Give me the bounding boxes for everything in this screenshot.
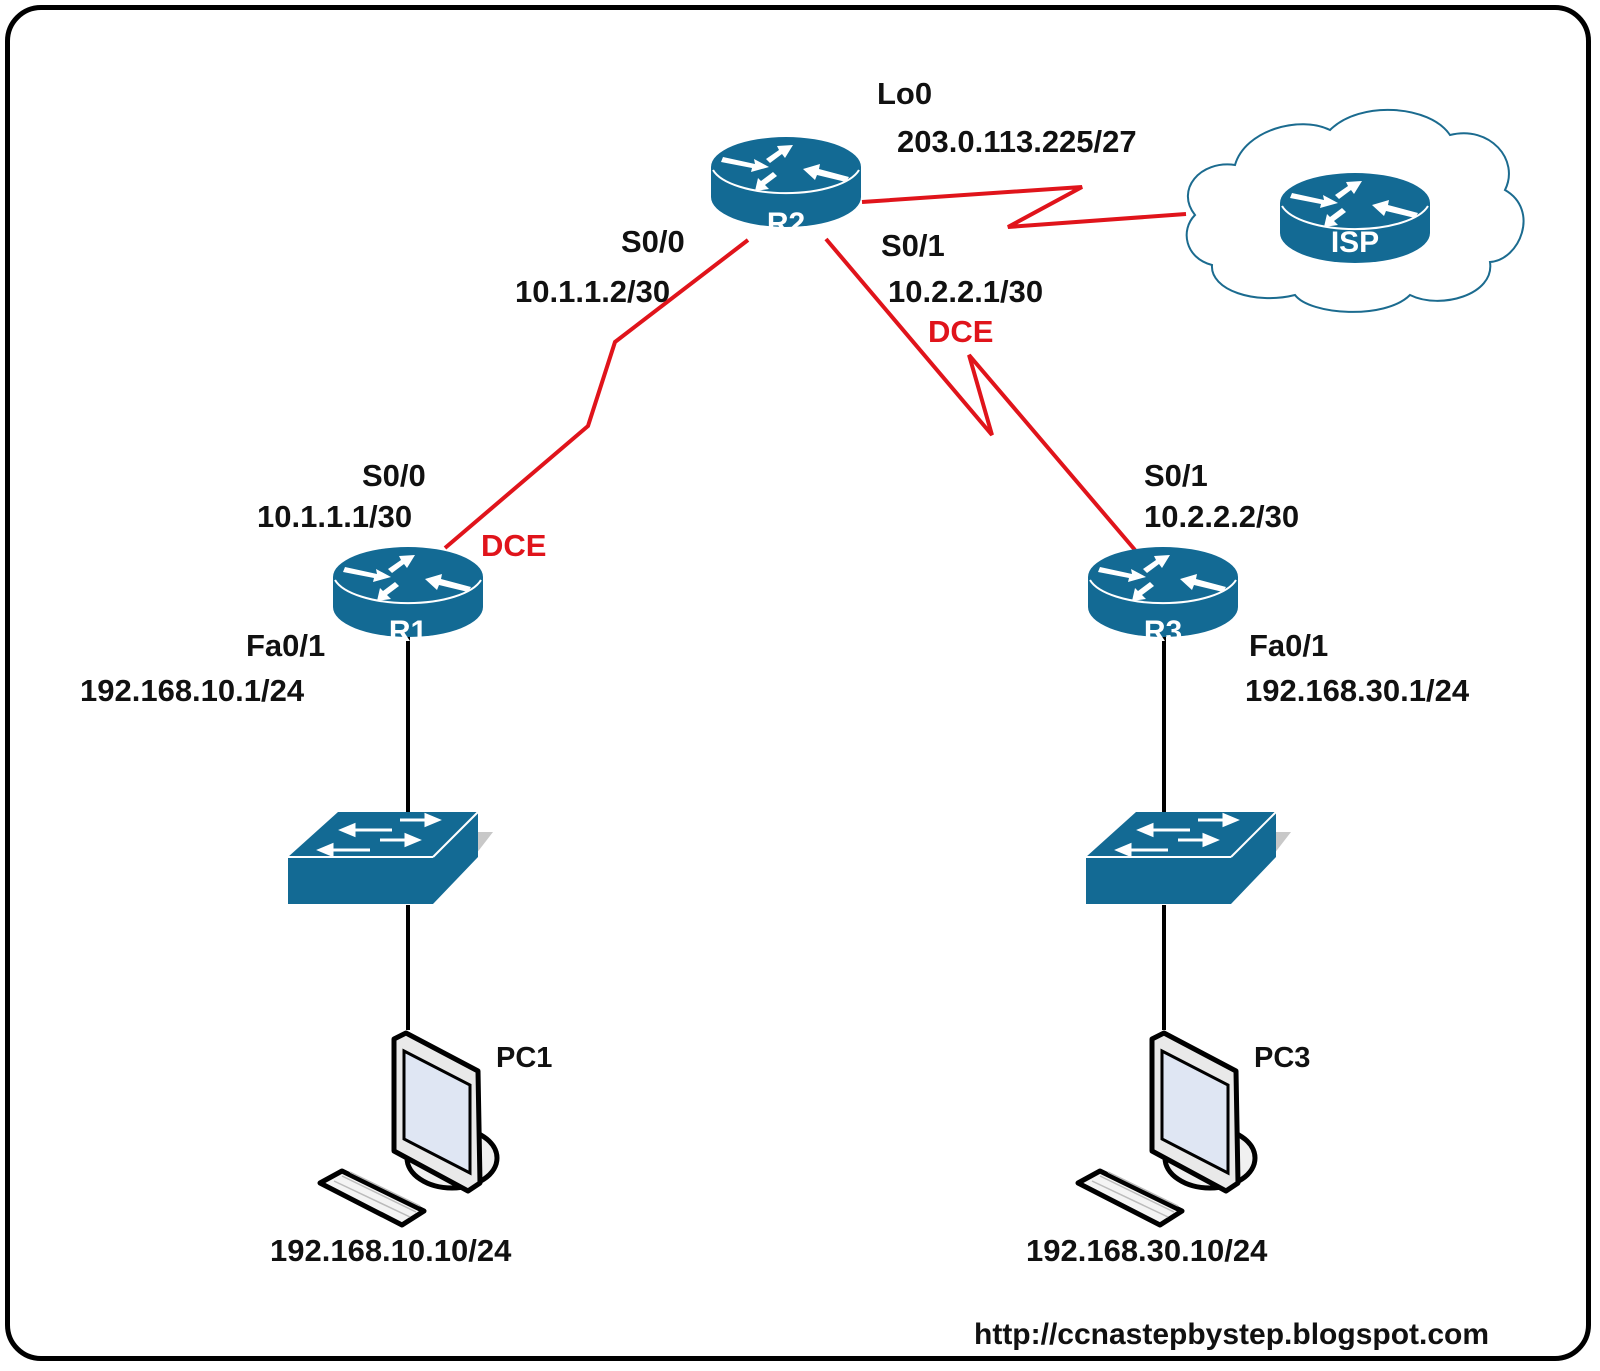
serial-links (443, 185, 1187, 552)
pc3-icon[interactable] (1078, 1033, 1255, 1225)
r1-fa01-name: Fa0/1 (246, 628, 326, 663)
r2-s01-ip: 10.2.2.1/30 (888, 274, 1044, 309)
r1-s00-ip: 10.1.1.1/30 (257, 499, 413, 534)
ethernet-links (406, 630, 1166, 1030)
r2-lo0-ip: 203.0.113.225/27 (897, 124, 1137, 159)
r1-fa01-ip: 192.168.10.1/24 (80, 673, 305, 708)
r2-lo0-name: Lo0 (877, 76, 933, 111)
r1-s00-name: S0/0 (362, 458, 426, 493)
pc3-ip: 192.168.30.10/24 (1026, 1233, 1268, 1268)
switch-3[interactable] (1084, 810, 1293, 906)
switch-1[interactable] (286, 810, 495, 906)
r3-s01-ip: 10.2.2.2/30 (1144, 499, 1300, 534)
router-r3-label: R3 (1144, 615, 1182, 648)
diagram-frame (5, 5, 1591, 1361)
router-isp-label: ISP (1331, 226, 1379, 259)
r2-s01-name: S0/1 (881, 228, 945, 263)
router-r1-label: R1 (389, 615, 427, 648)
r1-s00-dce-label: DCE (481, 528, 547, 563)
pc1-icon[interactable] (320, 1033, 497, 1225)
link-r2-r3 (824, 237, 1137, 552)
footer-url-link[interactable]: http://ccnastepbystep.blogspot.com (974, 1318, 1490, 1351)
r2-s01-dce-label: DCE (928, 314, 994, 349)
link-r1-r2 (443, 238, 750, 550)
link-r2-isp (861, 185, 1187, 229)
pc3-label: PC3 (1254, 1042, 1311, 1074)
r3-fa01-name: Fa0/1 (1249, 628, 1329, 663)
pc1-ip: 192.168.10.10/24 (270, 1233, 512, 1268)
pc1-label: PC1 (496, 1042, 553, 1074)
r2-s00-ip: 10.1.1.2/30 (515, 274, 671, 309)
router-r2-label: R2 (767, 207, 805, 240)
r3-fa01-ip: 192.168.30.1/24 (1245, 673, 1470, 708)
r2-s00-name: S0/0 (621, 224, 685, 259)
r3-s01-name: S0/1 (1144, 458, 1208, 493)
